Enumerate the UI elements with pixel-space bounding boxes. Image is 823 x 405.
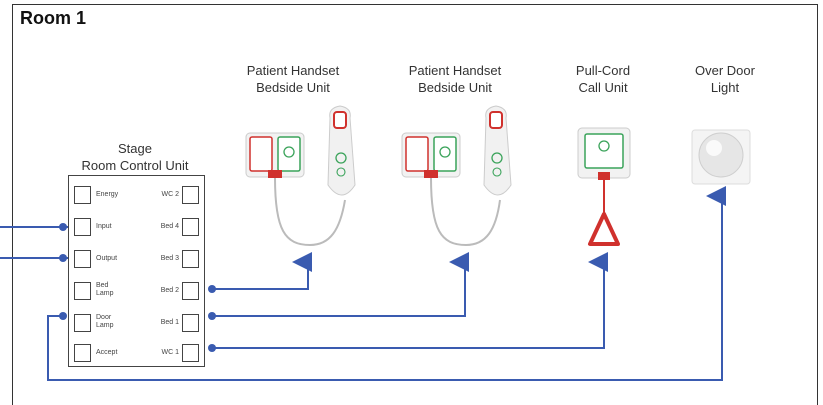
handset1-label-line2: Bedside Unit bbox=[256, 80, 330, 95]
wire-doorlamp-overdoor bbox=[47, 186, 726, 381]
terminal-energy[interactable] bbox=[74, 186, 91, 204]
terminal-bed3-label: Bed 3 bbox=[160, 255, 179, 262]
control-unit-label-line2: Room Control Unit bbox=[81, 158, 189, 173]
terminal-bed1-label: Bed 1 bbox=[160, 319, 179, 326]
room-control-unit: Energy Input Output Bed Lamp Door Lamp A… bbox=[68, 175, 205, 367]
terminal-bed2-label: Bed 2 bbox=[160, 287, 179, 294]
external-output-wire bbox=[0, 254, 68, 262]
pull-cord-unit bbox=[577, 127, 631, 246]
terminal-output-label: Output bbox=[96, 255, 118, 262]
terminal-bed4[interactable] bbox=[182, 218, 199, 236]
wire-bed2-handset1 bbox=[208, 252, 312, 293]
terminal-input-label: Input bbox=[96, 223, 112, 230]
terminal-bed-lamp[interactable] bbox=[74, 282, 91, 300]
terminal-bed-lamp-label: Bed Lamp bbox=[96, 282, 114, 297]
terminal-bed4-label: Bed 4 bbox=[160, 223, 179, 230]
handset2-label: Patient Handset Bedside Unit bbox=[390, 62, 520, 96]
wire-wc1-pullcord bbox=[208, 252, 608, 352]
overdoor-label: Over Door Light bbox=[670, 62, 780, 96]
over-door-light bbox=[691, 129, 751, 185]
handset2-label-line2: Bedside Unit bbox=[418, 80, 492, 95]
pullcord-label-line1: Pull-Cord bbox=[575, 63, 631, 78]
terminal-bed2[interactable] bbox=[182, 282, 199, 300]
terminal-wc1-label: WC 1 bbox=[161, 349, 180, 356]
terminal-wc1[interactable] bbox=[182, 344, 199, 362]
terminal-door-lamp-label: Door Lamp bbox=[96, 314, 114, 329]
pullcord-label: Pull-Cord Call Unit bbox=[548, 62, 658, 96]
terminal-bed1[interactable] bbox=[182, 314, 199, 332]
terminal-bed3[interactable] bbox=[182, 250, 199, 268]
handset1-label: Patient Handset Bedside Unit bbox=[228, 62, 358, 96]
bedside-unit-1 bbox=[245, 132, 346, 247]
patient-handset-1 bbox=[327, 105, 356, 196]
terminal-door-lamp[interactable] bbox=[74, 314, 91, 332]
terminal-output[interactable] bbox=[74, 250, 91, 268]
terminal-accept[interactable] bbox=[74, 344, 91, 362]
room-frame bbox=[12, 4, 818, 405]
bedside-unit-2 bbox=[401, 132, 501, 247]
external-input-wire bbox=[0, 223, 68, 231]
terminal-input[interactable] bbox=[74, 218, 91, 236]
overdoor-label-line1: Over Door bbox=[695, 63, 755, 78]
control-unit-label-line1: Stage bbox=[118, 141, 152, 156]
handset2-label-line1: Patient Handset bbox=[408, 63, 502, 78]
wire-bed1-handset2 bbox=[208, 252, 469, 320]
terminal-wc2[interactable] bbox=[182, 186, 199, 204]
overdoor-label-line2: Light bbox=[710, 80, 740, 95]
terminal-wc2-label: WC 2 bbox=[161, 191, 180, 198]
handset1-label-line1: Patient Handset bbox=[246, 63, 340, 78]
pullcord-label-line2: Call Unit bbox=[578, 80, 628, 95]
control-unit-label: Stage Room Control Unit bbox=[60, 140, 210, 174]
terminal-energy-label: Energy bbox=[96, 191, 119, 198]
room-title: Room 1 bbox=[20, 8, 87, 28]
terminal-accept-label: Accept bbox=[96, 349, 118, 356]
patient-handset-2 bbox=[483, 105, 512, 196]
